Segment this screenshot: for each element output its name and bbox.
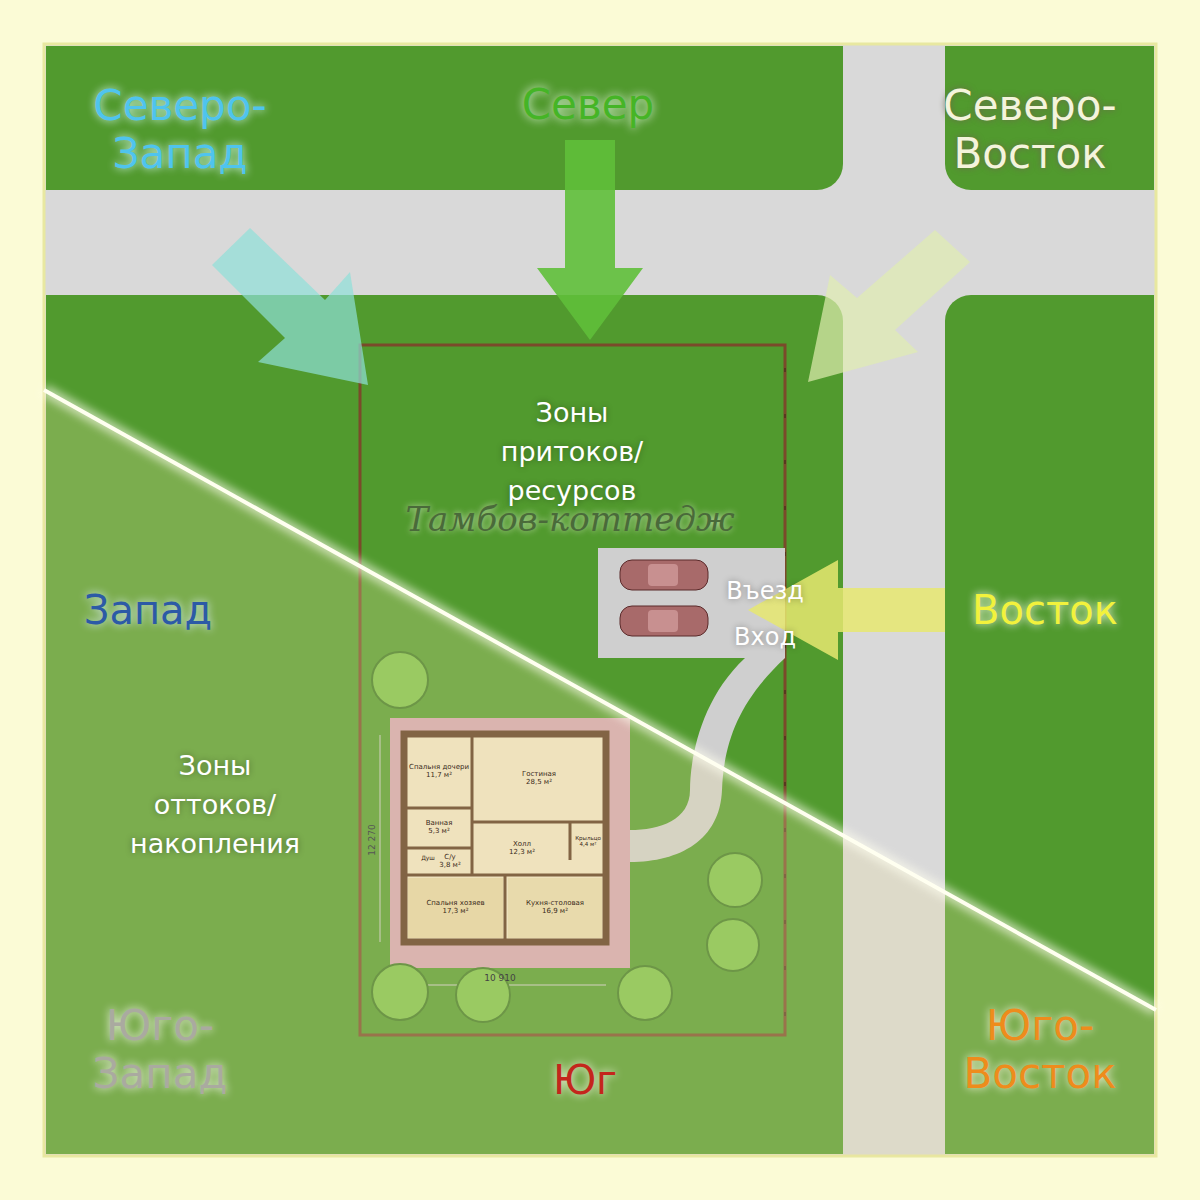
room-area-value: 11,7 м² <box>426 772 452 780</box>
direction-label: Юго- Запад <box>93 1002 228 1099</box>
room-area: Спальня хозяев17,3 м² <box>408 878 503 938</box>
arrow-ne <box>808 230 970 382</box>
road-ground <box>44 44 1156 1156</box>
watermark: Тамбов-коттедж <box>405 500 734 539</box>
room-area-value: 3,8 м² <box>439 862 460 870</box>
room-area: Гостиная28,5 м² <box>476 738 602 820</box>
arrow-nw <box>212 228 368 385</box>
zone-divider-glow <box>44 390 1156 1010</box>
room-name: Ванная <box>426 820 453 828</box>
entry-label: Вход <box>734 624 796 652</box>
direction-label: Юго- Восток <box>963 1002 1116 1099</box>
dimension: 12 270 <box>367 824 377 856</box>
room-name: Холл <box>513 841 531 849</box>
direction-label: Восток <box>972 587 1118 633</box>
room-name: Кухня-столовая <box>526 900 584 908</box>
room-area-value: 16,9 м² <box>542 908 568 916</box>
room-area-value: 28,5 м² <box>526 779 552 787</box>
outflow-zone <box>44 390 1156 1156</box>
room-area: Крыльцо4,4 м² <box>572 824 604 858</box>
room-area-value: 4,4 м² <box>580 841 597 847</box>
zone-label: Зоны притоков/ ресурсов <box>501 393 643 510</box>
room-area: Кухня-столовая16,9 м² <box>508 878 602 938</box>
zone-divider <box>44 390 1156 1010</box>
room-area-value: 5,3 м² <box>428 828 449 836</box>
direction-label: Северо- Восток <box>943 82 1116 179</box>
room-name: Гостиная <box>522 771 556 779</box>
direction-label: Северо- Запад <box>93 82 266 179</box>
room-area: Холл12,3 м² <box>476 825 568 873</box>
room-area: С/у3,8 м² <box>430 850 470 874</box>
entry-label: Въезд <box>726 578 804 606</box>
room-area: Спальня дочери11,7 м² <box>408 738 470 806</box>
block-nw <box>46 46 843 190</box>
room-name: Спальня дочери <box>409 764 469 772</box>
room-label: Душ <box>421 855 435 862</box>
zone-label: Зоны оттоков/ накопления <box>130 746 300 863</box>
direction-label: Север <box>522 81 654 129</box>
room-area-value: 12,3 м² <box>509 849 535 857</box>
room-area: Ванная5,3 м² <box>408 810 470 846</box>
direction-label: Запад <box>84 587 212 633</box>
room-name: С/у <box>444 854 455 862</box>
direction-label: Юг <box>553 1057 617 1103</box>
cars <box>620 560 708 636</box>
arrow-n <box>537 140 643 340</box>
room-name: Спальня хозяев <box>426 900 484 908</box>
dimension: 10 910 <box>484 973 516 983</box>
room-name: Крыльцо <box>575 835 601 841</box>
room-area-value: 17,3 м² <box>443 908 469 916</box>
